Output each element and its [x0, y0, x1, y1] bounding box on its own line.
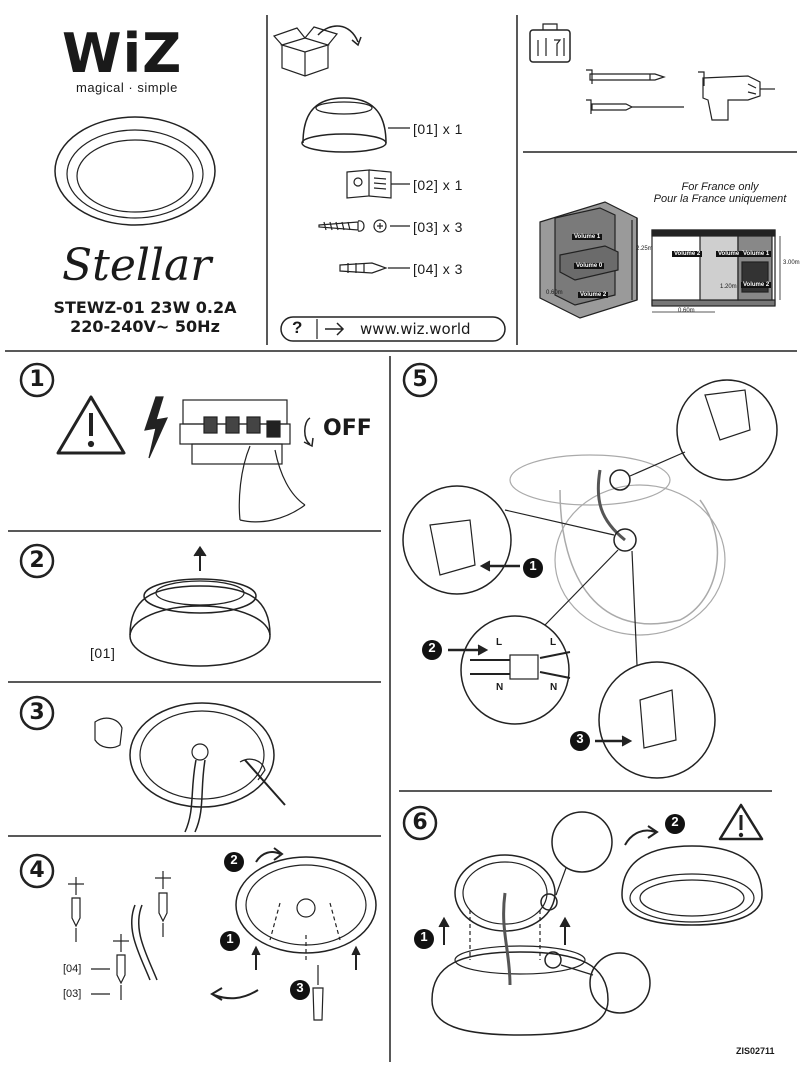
marker-3: 3 — [296, 980, 304, 995]
dimension-label: 1.20m — [720, 284, 737, 290]
product-specs: STEWZ-01 23W 0.2A 220-240V~ 50Hz — [40, 298, 250, 336]
volume-label: Volume 1 — [741, 251, 772, 257]
step-number-2: 2 — [29, 548, 45, 573]
open-box-icon — [272, 25, 362, 77]
dimension-label: 3.00m — [783, 260, 800, 266]
mount-hardware — [68, 847, 377, 1021]
lightning-icon — [144, 396, 169, 459]
wire-neutral-out: N — [550, 682, 558, 693]
marker-6: 3 — [576, 731, 584, 746]
volume-label: Volume 2 — [578, 292, 609, 298]
part-label-01: [01] — [90, 645, 116, 661]
pencil-illustration — [586, 69, 666, 84]
document-code: ZIS02711 — [736, 1046, 775, 1056]
marker-1: 2 — [230, 852, 238, 867]
step-number-1: 1 — [29, 367, 45, 392]
part-label-03: [03] — [63, 988, 82, 1000]
wire-neutral-in: N — [496, 682, 504, 693]
voltage-line: 220-240V~ 50Hz — [70, 317, 220, 336]
help-question-icon: ? — [292, 318, 303, 337]
manual-book-illustration — [346, 169, 410, 199]
package-item-01: [01] x 1 — [413, 121, 463, 137]
model-line: STEWZ-01 23W 0.2A — [53, 298, 237, 317]
dimension-label: 0.60m — [678, 308, 695, 314]
wiring-exploded-view — [402, 379, 778, 779]
package-item-03: [03] x 3 — [413, 219, 463, 235]
header-lamp-illustration — [54, 116, 216, 226]
product-name: Stellar — [62, 240, 212, 291]
wire-live-in: L — [496, 637, 503, 648]
toolbox-illustration — [529, 23, 571, 63]
brand-logo: WiZ — [62, 22, 183, 85]
screw-illustration — [318, 219, 410, 233]
volume-label: Volume 2 — [672, 251, 703, 257]
step-number-6: 6 — [412, 810, 428, 835]
website-link[interactable]: www.wiz.world — [360, 320, 471, 338]
step-number-3: 3 — [29, 700, 45, 725]
bathroom-zones-section — [651, 229, 781, 313]
bathroom-zones-3d — [539, 201, 638, 319]
lamp-remove-cover — [129, 545, 271, 667]
volume-label: Volume 1 — [716, 251, 747, 257]
off-label: OFF — [323, 416, 372, 441]
volume-label: Volume 2 — [741, 282, 772, 288]
package-lamp — [301, 97, 410, 153]
brand-tagline: magical · simple — [76, 80, 178, 95]
marker-5: 2 — [428, 640, 436, 655]
package-item-02: [02] x 1 — [413, 177, 463, 193]
wire-live-out: L — [550, 637, 557, 648]
breaker-panel — [179, 399, 314, 523]
wall-plug-illustration — [339, 262, 410, 274]
dimension-label: 0.60m — [546, 290, 563, 296]
volume-label: Volume 1 — [572, 234, 603, 240]
france-note-en: For France only — [681, 181, 759, 193]
volume-label: Volume 0 — [574, 263, 605, 269]
part-label-04: [04] — [63, 963, 82, 975]
package-item-04: [04] x 3 — [413, 261, 463, 277]
step-number-5: 5 — [412, 367, 428, 392]
dimension-label: 2.25m — [636, 246, 653, 252]
drill-illustration — [698, 71, 775, 121]
marker-2: 1 — [226, 931, 234, 946]
base-plate-drawing — [94, 702, 286, 833]
step-number-4: 4 — [29, 858, 45, 883]
france-note-fr: Pour la France uniquement — [653, 193, 787, 205]
warning-triangle-icon — [56, 395, 126, 455]
marker-4: 1 — [529, 558, 537, 573]
france-note: For France only Pour la France uniquemen… — [645, 181, 795, 205]
reassembly-view — [431, 803, 764, 1036]
marker-7: 1 — [420, 929, 428, 944]
screwdriver-illustration — [586, 99, 684, 114]
marker-8: 2 — [671, 814, 679, 829]
